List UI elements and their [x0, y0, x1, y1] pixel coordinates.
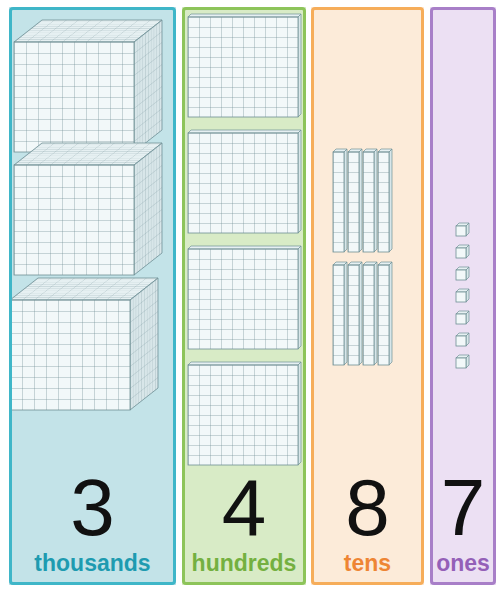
- ten-rod: [363, 262, 377, 365]
- ten-rod: [378, 149, 392, 252]
- unit-cube: [456, 289, 469, 302]
- place-name: ones: [436, 550, 490, 578]
- band-fill: [182, 7, 306, 585]
- band-fill: [9, 7, 176, 585]
- hundred-flat: [188, 130, 301, 233]
- place-value-band: 7ones: [430, 7, 496, 585]
- digit-value: 3: [70, 468, 115, 548]
- hundred-flat: [188, 246, 301, 349]
- unit-cube: [456, 333, 469, 346]
- place-value-band: 4hundreds: [182, 7, 306, 585]
- thousand-cube: [14, 143, 162, 275]
- digit-value: 7: [441, 468, 486, 548]
- hundred-flat: [188, 362, 301, 465]
- ten-rod: [378, 262, 392, 365]
- digit-value: 8: [345, 468, 390, 548]
- ten-rod: [363, 149, 377, 252]
- place-name: hundreds: [192, 550, 297, 578]
- hundred-flat: [188, 14, 301, 117]
- ten-rod: [348, 149, 362, 252]
- place-name: thousands: [34, 550, 150, 578]
- unit-cube: [456, 267, 469, 280]
- unit-cube: [456, 311, 469, 324]
- band-fill: [311, 7, 424, 585]
- place-value-band: 8tens: [311, 7, 424, 585]
- unit-cube: [456, 223, 469, 236]
- place-value-band: 3thousands: [9, 7, 176, 585]
- unit-cube: [456, 355, 469, 368]
- ten-rod: [348, 262, 362, 365]
- ten-rod: [333, 149, 347, 252]
- thousand-cube: [14, 20, 162, 152]
- band-fill: [430, 7, 496, 585]
- digit-value: 4: [222, 468, 267, 548]
- ten-rod: [333, 262, 347, 365]
- thousand-cube: [10, 278, 158, 410]
- place-name: tens: [344, 550, 391, 578]
- unit-cube: [456, 245, 469, 258]
